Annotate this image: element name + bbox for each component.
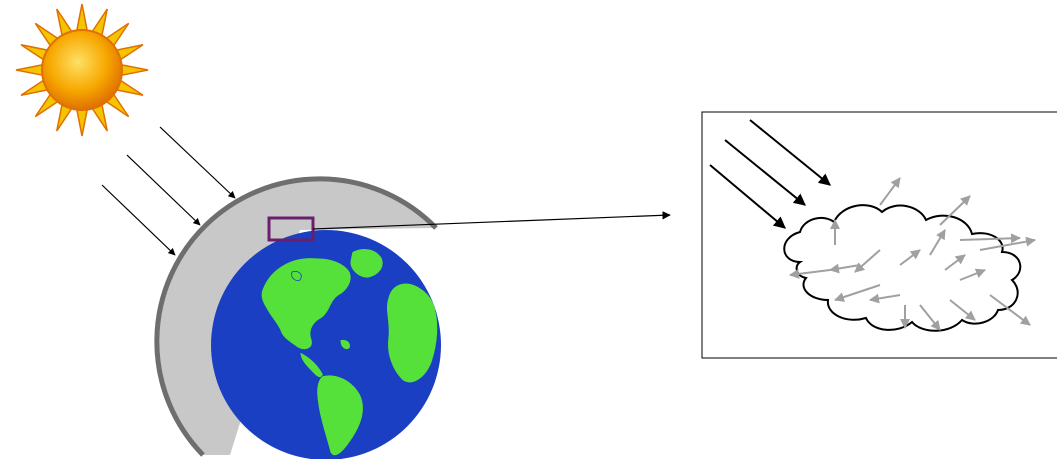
sun-icon bbox=[15, 3, 149, 137]
scattered-ray bbox=[879, 177, 901, 206]
scattered-ray bbox=[854, 249, 881, 273]
incoming-sunlight-arrows bbox=[101, 126, 236, 256]
scattered-ray bbox=[959, 268, 986, 281]
scattered-ray bbox=[929, 229, 946, 256]
scattered-ray bbox=[989, 294, 1031, 326]
scattered-rays bbox=[789, 177, 1036, 331]
zoom-arrow bbox=[312, 211, 671, 230]
scattered-ray bbox=[959, 233, 1021, 244]
sun-ray bbox=[75, 106, 89, 137]
scattered-ray bbox=[834, 284, 881, 302]
scattered-ray bbox=[949, 299, 976, 321]
scattered-ray bbox=[944, 254, 966, 271]
scattered-ray bbox=[869, 293, 901, 304]
inset-panel bbox=[701, 111, 1057, 359]
scattered-ray bbox=[979, 236, 1036, 251]
inset-incoming-rays bbox=[709, 119, 831, 229]
sun-ray bbox=[15, 63, 46, 77]
scattered-ray bbox=[899, 249, 921, 266]
scattered-ray bbox=[789, 268, 831, 279]
globe-icon bbox=[211, 230, 441, 459]
sun-ray bbox=[118, 63, 149, 77]
sun-ray bbox=[75, 3, 89, 34]
scattered-ray bbox=[939, 195, 971, 226]
scattered-ray bbox=[919, 304, 941, 331]
